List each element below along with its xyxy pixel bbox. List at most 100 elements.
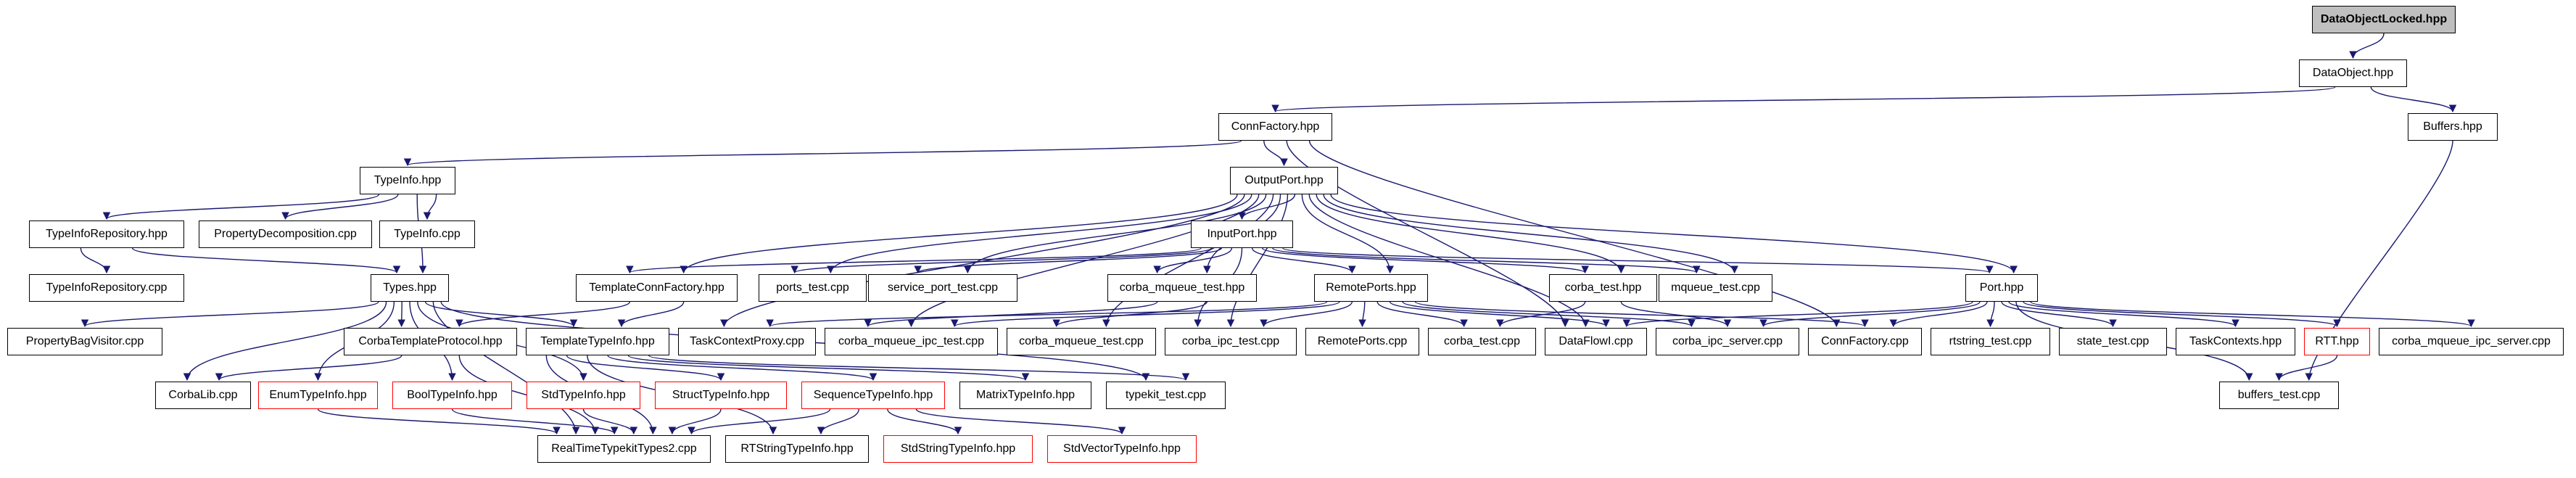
- graph-node-stdstringtypeinfo-hpp[interactable]: StdStringTypeInfo.hpp: [883, 435, 1033, 463]
- graph-node-matrixtypeinfo-hpp[interactable]: MatrixTypeInfo.hpp: [959, 382, 1091, 409]
- graph-node-ports-test-cpp[interactable]: ports_test.cpp: [759, 274, 867, 302]
- graph-edge: [183, 301, 387, 382]
- graph-edge: [1376, 301, 1468, 328]
- graph-node-propertydecomposition-cpp[interactable]: PropertyDecomposition.cpp: [199, 221, 372, 248]
- graph-node-connfactory-hpp[interactable]: ConnFactory.hpp: [1218, 113, 1332, 141]
- graph-edge: [668, 408, 722, 435]
- graph-node-taskcontexts-hpp[interactable]: TaskContexts.hpp: [2176, 328, 2295, 355]
- graph-edge: [2349, 33, 2385, 59]
- graph-node-remoteports-hpp[interactable]: RemotePorts.hpp: [1314, 274, 1428, 302]
- graph-edge: [1260, 301, 1353, 328]
- graph-node-sequencetypeinfo-hpp[interactable]: SequenceTypeInfo.hpp: [801, 382, 945, 409]
- graph-edge: [1301, 194, 1394, 274]
- graph-edge: [582, 408, 637, 435]
- graph-node-corba-test-hpp[interactable]: corba_test.hpp: [1549, 274, 1657, 302]
- graph-node-rtt-hpp[interactable]: RTT.hpp: [2304, 328, 2370, 355]
- graph-edge: [1263, 140, 1288, 167]
- graph-node-booltypeinfo-hpp[interactable]: BoolTypeInfo.hpp: [392, 382, 512, 409]
- graph-node-port-hpp[interactable]: Port.hpp: [1965, 274, 2038, 302]
- graph-node-rtstring-test-cpp[interactable]: rtstring_test.cpp: [1931, 328, 2050, 355]
- graph-node-dataobject-hpp[interactable]: DataObject.hpp: [2299, 59, 2407, 87]
- graph-edge: [1414, 301, 1869, 328]
- graph-node-outputport-hpp[interactable]: OutputPort.hpp: [1230, 167, 1338, 194]
- graph-node-types-hpp[interactable]: Types.hpp: [371, 274, 449, 302]
- graph-node-dataobjectlocked-hpp: DataObjectLocked.hpp: [2312, 6, 2456, 33]
- graph-node-dataflowi-cpp[interactable]: DataFlowI.cpp: [1545, 328, 1647, 355]
- graph-node-corba-test-cpp[interactable]: corba_test.cpp: [1428, 328, 1536, 355]
- graph-edge: [451, 408, 619, 435]
- graph-edge: [404, 140, 1242, 167]
- graph-edge: [1620, 301, 1732, 328]
- graph-edge: [215, 355, 402, 382]
- graph-edge: [2030, 301, 2475, 328]
- graph-edge: [626, 247, 1202, 274]
- graph-node-corba-mqueue-test-hpp[interactable]: corba_mqueue_test.hpp: [1107, 274, 1257, 302]
- graph-node-typeinfo-hpp[interactable]: TypeInfo.hpp: [360, 167, 455, 194]
- graph-edge: [2023, 301, 2341, 328]
- graph-node-corba-mqueue-ipc-server-cpp[interactable]: corba_mqueue_ipc_server.cpp: [2379, 328, 2564, 355]
- graph-edge: [317, 408, 561, 435]
- graph-edge: [617, 301, 685, 328]
- graph-node-propertybagvisitor-cpp[interactable]: PropertyBagVisitor.cpp: [7, 328, 162, 355]
- graph-node-remoteports-cpp[interactable]: RemotePorts.cpp: [1305, 328, 1419, 355]
- graph-node-stdtypeinfo-hpp[interactable]: StdTypeInfo.hpp: [527, 382, 640, 409]
- graph-node-taskcontextproxy-cpp[interactable]: TaskContextProxy.cpp: [678, 328, 816, 355]
- graph-edge: [1759, 301, 1981, 328]
- graph-edge: [907, 194, 1260, 328]
- graph-node-state-test-cpp[interactable]: state_test.cpp: [2059, 328, 2167, 355]
- graph-edge: [455, 301, 631, 328]
- graph-edge: [1308, 140, 1841, 328]
- graph-edge: [1286, 140, 1569, 328]
- graph-edge: [1330, 194, 2018, 274]
- graph-edge: [864, 301, 1158, 328]
- graph-node-corba-mqueue-test-cpp[interactable]: corba_mqueue_test.cpp: [1007, 328, 1156, 355]
- graph-edge: [566, 355, 725, 382]
- graph-edge: [432, 301, 580, 435]
- graph-edge: [424, 301, 578, 328]
- graph-node-corba-ipc-server-cpp[interactable]: corba_ipc_server.cpp: [1656, 328, 1799, 355]
- graph-node-typeinforepository-hpp[interactable]: TypeInfoRepository.hpp: [29, 221, 184, 248]
- graph-edge: [80, 247, 111, 274]
- graph-node-realtimetypekittypes2-cpp[interactable]: RealTimeTypekitTypes2.cpp: [537, 435, 711, 463]
- graph-edge: [80, 301, 379, 328]
- graph-node-inputport-hpp[interactable]: InputPort.hpp: [1191, 221, 1293, 248]
- graph-edge: [1272, 247, 1701, 274]
- graph-edge: [2008, 301, 2239, 328]
- graph-node-mqueue-test-cpp[interactable]: mqueue_test.cpp: [1659, 274, 1772, 302]
- edge-group: [80, 33, 2475, 435]
- graph-edge: [827, 194, 1252, 274]
- graph-node-typeinforepository-cpp[interactable]: TypeInfoRepository.cpp: [29, 274, 184, 302]
- graph-node-templateconnfactory-hpp[interactable]: TemplateConnFactory.hpp: [576, 274, 738, 302]
- graph-node-templatetypeinfo-hpp[interactable]: TemplateTypeInfo.hpp: [526, 328, 669, 355]
- graph-edge: [887, 408, 962, 435]
- graph-edge: [1251, 247, 1356, 274]
- graph-node-corbatemplateprotocol-hpp[interactable]: CorbaTemplateProtocol.hpp: [344, 328, 517, 355]
- graph-edge: [1316, 194, 1625, 274]
- graph-node-typeinfo-cpp[interactable]: TypeInfo.cpp: [379, 221, 475, 248]
- graph-edge: [1308, 194, 1590, 328]
- graph-edge: [680, 194, 1238, 274]
- graph-node-service-port-test-cpp[interactable]: service_port_test.cpp: [868, 274, 1017, 302]
- graph-node-rtstringtypeinfo-hpp[interactable]: RTStringTypeInfo.hpp: [725, 435, 869, 463]
- graph-edge: [914, 247, 1222, 274]
- graph-node-typekit-test-cpp[interactable]: typekit_test.cpp: [1106, 382, 1226, 409]
- graph-node-corbalib-cpp[interactable]: CorbaLib.cpp: [155, 382, 251, 409]
- graph-node-connfactory-cpp[interactable]: ConnFactory.cpp: [1808, 328, 1922, 355]
- graph-edge: [2001, 301, 2117, 328]
- graph-node-structtypeinfo-hpp[interactable]: StructTypeInfo.hpp: [655, 382, 787, 409]
- graph-node-enumtypeinfo-hpp[interactable]: EnumTypeInfo.hpp: [258, 382, 378, 409]
- graph-edge: [1262, 247, 1589, 274]
- graph-edge: [281, 194, 399, 221]
- graph-node-buffers-hpp[interactable]: Buffers.hpp: [2408, 113, 2498, 141]
- graph-node-stdvectortypeinfo-hpp[interactable]: StdVectorTypeInfo.hpp: [1047, 435, 1197, 463]
- graph-edge: [1282, 247, 1993, 274]
- graph-edge: [1889, 301, 1988, 328]
- graph-node-buffers-test-cpp[interactable]: buffers_test.cpp: [2219, 382, 2339, 409]
- graph-edge: [2305, 140, 2453, 382]
- graph-edge: [688, 408, 831, 435]
- graph-edge: [1402, 301, 1696, 328]
- graph-node-corba-ipc-test-cpp[interactable]: corba_ipc_test.cpp: [1165, 328, 1297, 355]
- graph-edge: [1153, 247, 1233, 274]
- graph-node-corba-mqueue-ipc-test-cpp[interactable]: corba_mqueue_ipc_test.cpp: [825, 328, 998, 355]
